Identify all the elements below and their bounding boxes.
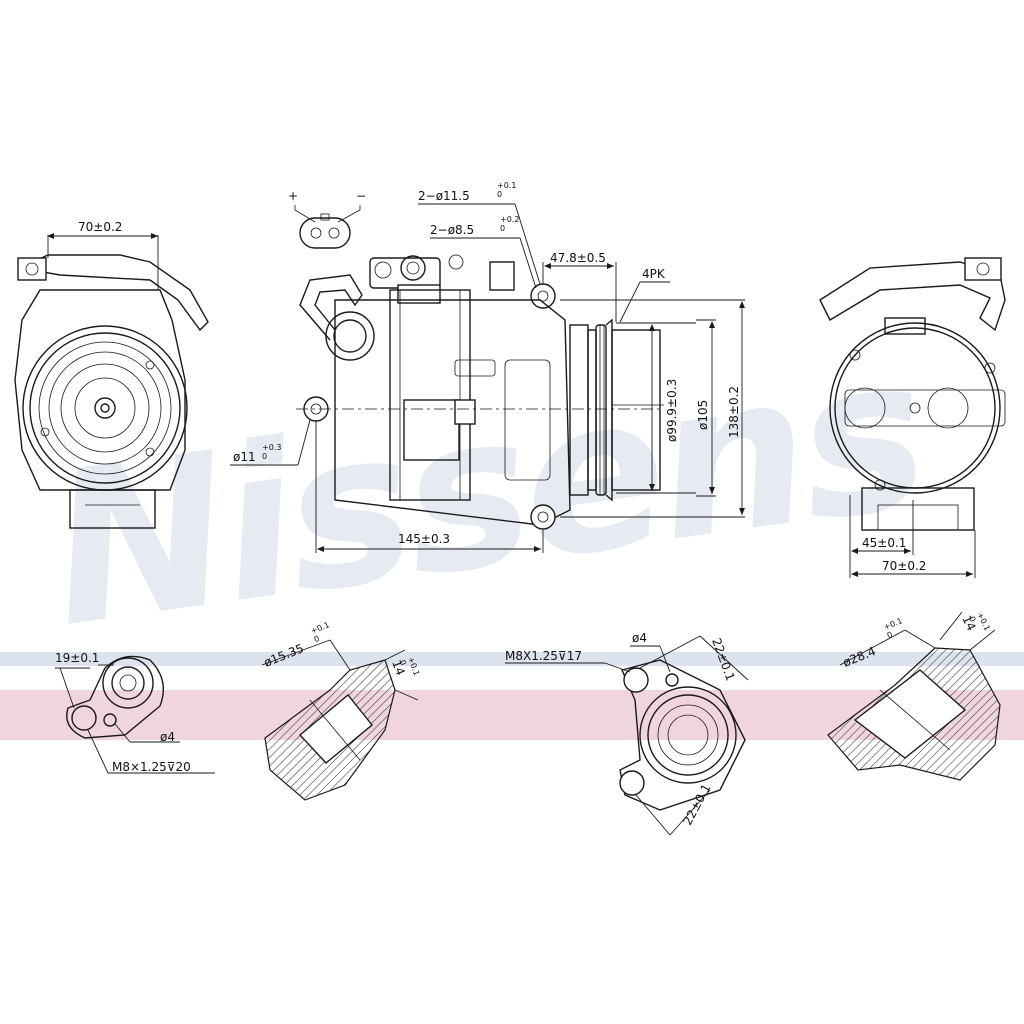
rear-offset-label: 45±0.1 [862,536,906,550]
section2-bore-tol: +0.10 [882,616,907,640]
side-view: ø99.9±0.3 ø105 138±0.2 145±0.3 47.8±0.5 … [230,181,745,553]
brand-watermark: Nissens [37,310,935,674]
port2-hole-label: ø4 [632,631,647,645]
section2-depth-label: 14 [959,613,978,633]
watermark-text: Nissens [37,310,935,674]
port1-hole-label: ø4 [160,730,175,744]
port1-thread-label: M8×1.25⊽20 [112,760,191,774]
rear-width-label: 70±0.2 [882,559,926,573]
mount-hole-label: ø11 [233,450,256,464]
height-dim-label: 138±0.2 [727,386,741,438]
small-port-hole-label: 2−ø8.5 [430,223,474,237]
port1-spacing-label: 19±0.1 [55,651,99,665]
front-view: 70±0.2 [14,220,209,529]
electrical-connector: + − [288,189,366,249]
main-port-hole-label: 2−ø11.5 [418,189,470,203]
port2-spacing-bottom: 22±0.1 [680,782,713,828]
connector-plus-label: + [288,189,298,203]
front-width-label: 70±0.2 [78,220,122,234]
belt-type-label: 4PK [642,267,666,281]
offset-dim-label: 47.8±0.5 [550,251,606,265]
length-dim-label: 145±0.3 [398,532,450,546]
port2-thread-label: M8X1.25⊽17 [505,649,582,663]
connector-minus-label: − [356,189,366,203]
rear-view: 45±0.1 70±0.2 [819,257,1006,578]
section1-depth-label: 14 [389,658,407,677]
clutch-diameter-label: ø105 [696,400,710,430]
pulley-diameter-label: ø99.9±0.3 [665,379,679,442]
port-detail-1: 19±0.1 ø4 M8×1.25⊽20 [55,651,215,774]
